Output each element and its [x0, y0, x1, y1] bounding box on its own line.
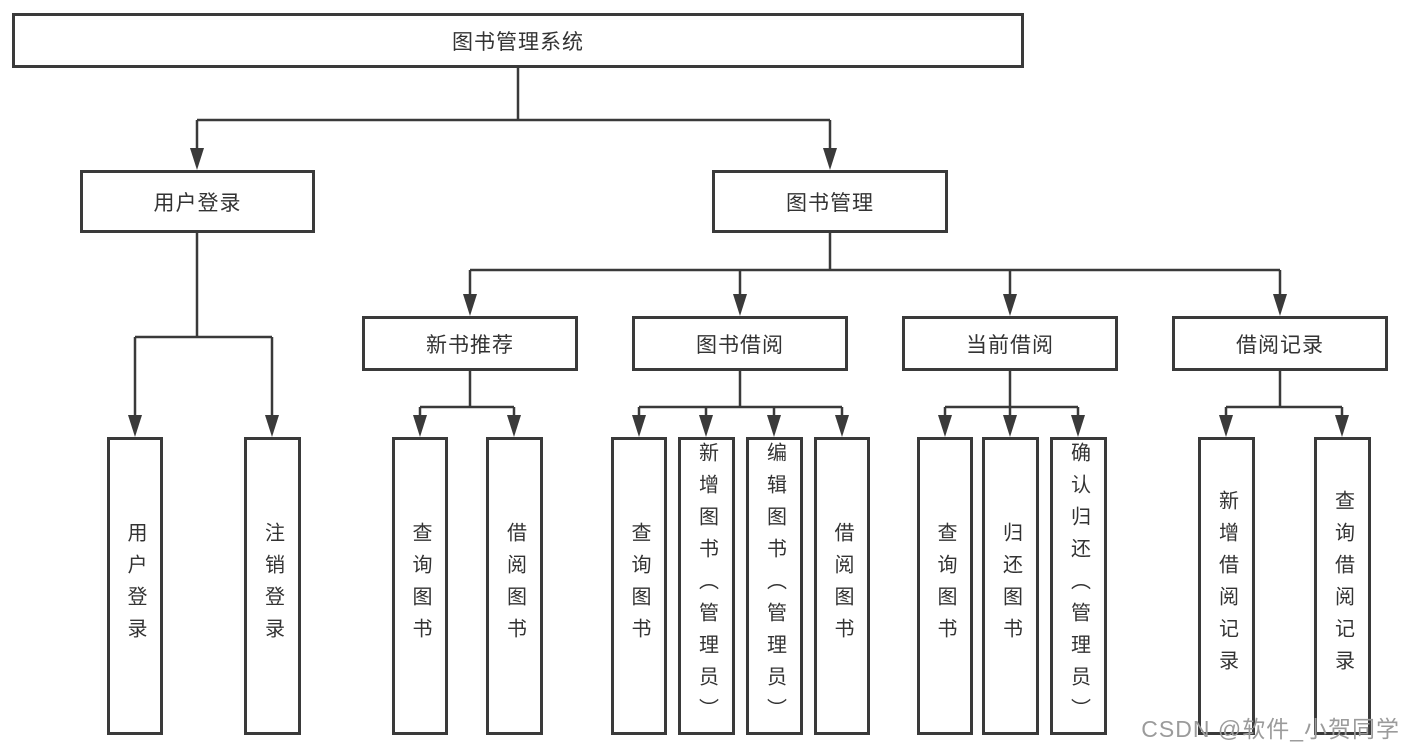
node-new-book-recommend: 新书推荐: [362, 316, 578, 371]
node-new-book-recommend-label: 新书推荐: [426, 333, 514, 357]
node-book-management-label: 图书管理: [786, 191, 874, 215]
node-borrow-records: 借阅记录: [1172, 316, 1388, 371]
node-root: 图书管理系统: [12, 13, 1024, 68]
leaf-current-return-book-label: 归还图书: [999, 522, 1022, 650]
node-current-borrow: 当前借阅: [902, 316, 1118, 371]
node-user-login: 用户登录: [80, 170, 315, 233]
leaf-rec-query-book-label: 查询图书: [409, 522, 431, 650]
leaf-current-query-book: 查询图书: [917, 437, 973, 735]
leaf-borrow-query-book: 查询图书: [611, 437, 667, 735]
leaf-logout-label: 注销登录: [261, 522, 284, 650]
leaf-query-borrow-record-label: 查询借阅记录: [1331, 490, 1354, 682]
leaf-borrow-query-book-label: 查询图书: [628, 522, 650, 650]
leaf-current-return-book: 归还图书: [982, 437, 1039, 735]
leaf-current-confirm-return-admin: 确认归还（管理员）: [1050, 437, 1107, 735]
leaf-add-borrow-record: 新增借阅记录: [1198, 437, 1255, 735]
node-book-borrow: 图书借阅: [632, 316, 848, 371]
leaf-borrow-edit-book-admin-label: 编辑图书（管理员）: [763, 442, 786, 730]
node-book-borrow-label: 图书借阅: [696, 333, 784, 357]
leaf-user-login: 用户登录: [107, 437, 163, 735]
leaf-rec-borrow-book: 借阅图书: [486, 437, 543, 735]
arrowheads: [128, 148, 1349, 437]
csdn-watermark: CSDN @软件_小贺同学: [1141, 716, 1400, 742]
leaf-current-query-book-label: 查询图书: [934, 522, 956, 650]
leaf-add-borrow-record-label: 新增借阅记录: [1215, 490, 1238, 682]
leaf-borrow-edit-book-admin: 编辑图书（管理员）: [746, 437, 803, 735]
leaf-logout: 注销登录: [244, 437, 301, 735]
leaf-borrow-borrow-book-label: 借阅图书: [831, 522, 853, 650]
leaf-rec-query-book: 查询图书: [392, 437, 448, 735]
leaf-borrow-add-book-admin: 新增图书（管理员）: [678, 437, 735, 735]
node-current-borrow-label: 当前借阅: [966, 333, 1054, 357]
leaf-query-borrow-record: 查询借阅记录: [1314, 437, 1371, 735]
node-user-login-label: 用户登录: [153, 191, 242, 215]
node-root-label: 图书管理系统: [452, 30, 584, 54]
leaf-current-confirm-return-admin-label: 确认归还（管理员）: [1067, 442, 1090, 730]
leaf-user-login-label: 用户登录: [124, 522, 146, 650]
node-borrow-records-label: 借阅记录: [1236, 333, 1324, 357]
node-book-management: 图书管理: [712, 170, 948, 233]
leaf-rec-borrow-book-label: 借阅图书: [503, 522, 526, 650]
leaf-borrow-borrow-book: 借阅图书: [814, 437, 870, 735]
leaf-borrow-add-book-admin-label: 新增图书（管理员）: [695, 442, 718, 730]
